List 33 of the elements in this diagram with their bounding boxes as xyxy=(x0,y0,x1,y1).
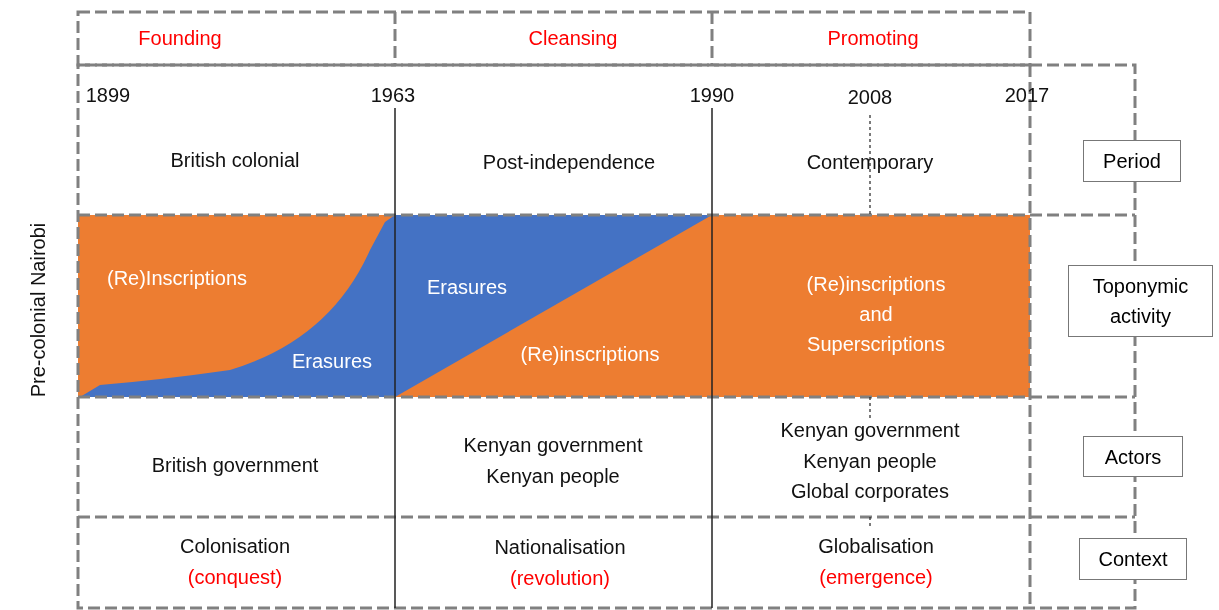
band-label: Erasures xyxy=(292,349,372,373)
cell-text: Nationalisation xyxy=(494,535,626,559)
axis-label: Pre-colonial Nairobi xyxy=(26,222,50,398)
year-label: 2008 xyxy=(847,85,893,109)
band-label: (Re)inscriptions xyxy=(520,342,660,366)
cell-text: Contemporary xyxy=(806,150,934,174)
heading-text: (emergence) xyxy=(819,565,933,589)
band-label: (Re)Inscriptions xyxy=(107,266,247,290)
cell-text: Kenyan people xyxy=(486,464,620,488)
cell-text: British government xyxy=(151,453,319,477)
row-label-box: Context xyxy=(1079,538,1187,580)
band-label: (Re)inscriptions and Superscriptions xyxy=(805,272,947,357)
row-label-box: Period xyxy=(1083,140,1181,182)
row-label-box: Actors xyxy=(1083,436,1183,477)
cell-text: Kenyan government xyxy=(463,433,643,457)
cell-text: Post-independence xyxy=(482,150,656,174)
heading-text: (conquest) xyxy=(187,565,283,589)
cell-text: Global corporates xyxy=(791,479,949,503)
row-label-box: Toponymic activity xyxy=(1068,265,1213,337)
band-label: Erasures xyxy=(427,275,507,299)
cell-text: Kenyan people xyxy=(803,449,937,473)
year-label: 1899 xyxy=(85,83,131,107)
cell-text: Globalisation xyxy=(818,534,934,558)
heading-text: Promoting xyxy=(827,26,919,50)
year-label: 1990 xyxy=(689,83,735,107)
heading-text: Cleansing xyxy=(528,26,618,50)
year-label: 2017 xyxy=(1004,83,1050,107)
heading-text: Founding xyxy=(138,26,222,50)
cell-text: British colonial xyxy=(170,148,300,172)
year-label: 1963 xyxy=(370,83,416,107)
cell-text: Kenyan government xyxy=(780,418,960,442)
cell-text: Colonisation xyxy=(179,534,291,558)
heading-text: (revolution) xyxy=(510,566,610,590)
